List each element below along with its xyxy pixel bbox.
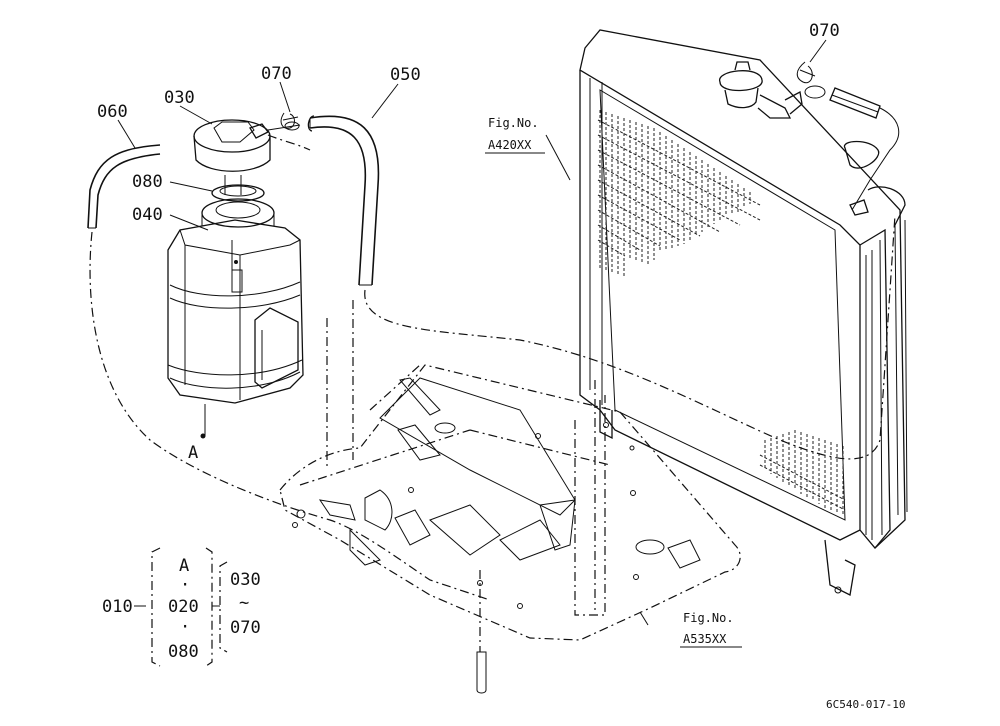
hose-050 — [307, 115, 896, 460]
label-070-right: 070 — [809, 21, 840, 41]
assembly-tilde: ~ — [239, 593, 249, 613]
leader-lines — [117, 39, 827, 626]
hose-060 — [87, 144, 491, 601]
assembly-030: 030 — [230, 570, 261, 590]
label-060: 060 — [97, 102, 128, 122]
drawing-code: 6C540-017-10 — [826, 698, 905, 711]
o-ring — [211, 184, 265, 202]
label-030: 030 — [164, 88, 195, 108]
assembly-number: 010 — [102, 597, 133, 617]
assembly-dot-2: · — [180, 617, 190, 637]
label-080: 080 — [132, 172, 163, 192]
assembly-dot-1: · — [180, 575, 190, 595]
base-plate — [279, 300, 741, 694]
assembly-070: 070 — [230, 618, 261, 638]
label-040: 040 — [132, 205, 163, 225]
fig-ref-base-line1: Fig.No. — [683, 611, 734, 625]
assembly-a: A — [179, 556, 189, 576]
label-070-left: 070 — [261, 64, 292, 84]
label-point-a: A — [188, 443, 198, 463]
fig-ref-radiator-line2: A420XX — [488, 138, 532, 152]
radiator — [579, 29, 908, 596]
label-050: 050 — [390, 65, 421, 85]
fig-ref-base-line2: A535XX — [683, 632, 727, 646]
filler-cap — [193, 119, 271, 195]
fig-ref-radiator-line1: Fig.No. — [488, 116, 539, 130]
overflow-tube — [267, 107, 900, 211]
assembly-bracket: 010 A · 020 · 080 030 ~ 070 — [102, 547, 261, 667]
assembly-080: 080 — [168, 642, 199, 662]
assembly-020: 020 — [168, 597, 199, 617]
reserve-tank — [167, 198, 304, 439]
clamp-070-left — [280, 112, 300, 131]
